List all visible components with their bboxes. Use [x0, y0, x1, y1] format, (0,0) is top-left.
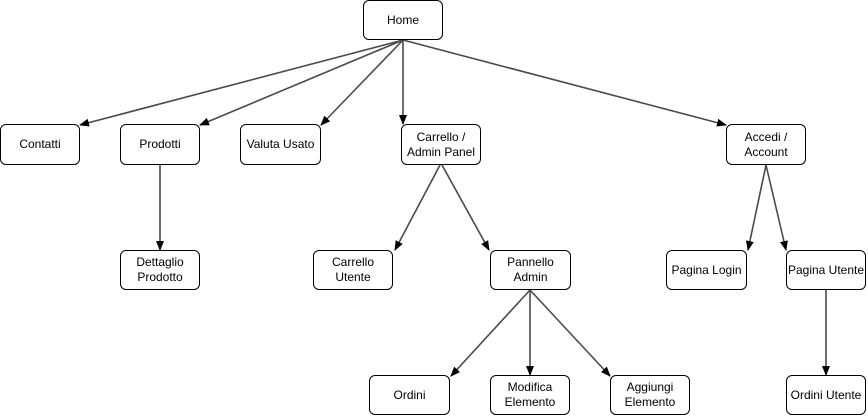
node-carrello-utente: Carrello Utente	[313, 250, 393, 290]
arrow-accedi-account-to-pagina-login	[745, 164, 767, 251]
arrow-home-to-contatti	[79, 39, 404, 127]
node-valuta-usato: Valuta Usato	[240, 124, 321, 165]
node-ordini-utente: Ordini Utente	[786, 375, 866, 415]
node-contatti: Contatti	[0, 124, 80, 165]
node-pagina-utente: Pagina Utente	[786, 250, 866, 290]
arrow-home-to-accedi-account	[402, 39, 727, 127]
node-aggiungi-elemento: Aggiungi Elemento	[610, 375, 690, 415]
node-pannello-admin: Pannello Admin	[490, 250, 571, 290]
arrow-pannello-admin-to-ordini	[450, 289, 531, 377]
arrow-accedi-account-to-pagina-utente	[765, 164, 788, 251]
node-carrello-admin-panel: Carrello / Admin Panel	[401, 124, 481, 165]
node-ordini: Ordini	[369, 375, 450, 415]
arrow-home-to-valuta-usato	[320, 39, 404, 126]
node-home: Home	[363, 0, 443, 40]
node-prodotti: Prodotti	[120, 124, 200, 165]
node-modifica-elemento: Modifica Elemento	[490, 375, 570, 415]
arrow-pannello-admin-to-aggiungi-elemento	[529, 289, 611, 377]
node-accedi-account: Accedi / Account	[726, 124, 806, 165]
node-dettaglio-prodotto: Dettaglio Prodotto	[120, 250, 200, 290]
node-pagina-login: Pagina Login	[666, 250, 747, 290]
arrow-carrello-admin-to-carrello-utente	[394, 164, 441, 251]
arrow-home-to-prodotti	[199, 39, 404, 126]
arrow-carrello-admin-to-pannello-admin	[441, 164, 490, 251]
